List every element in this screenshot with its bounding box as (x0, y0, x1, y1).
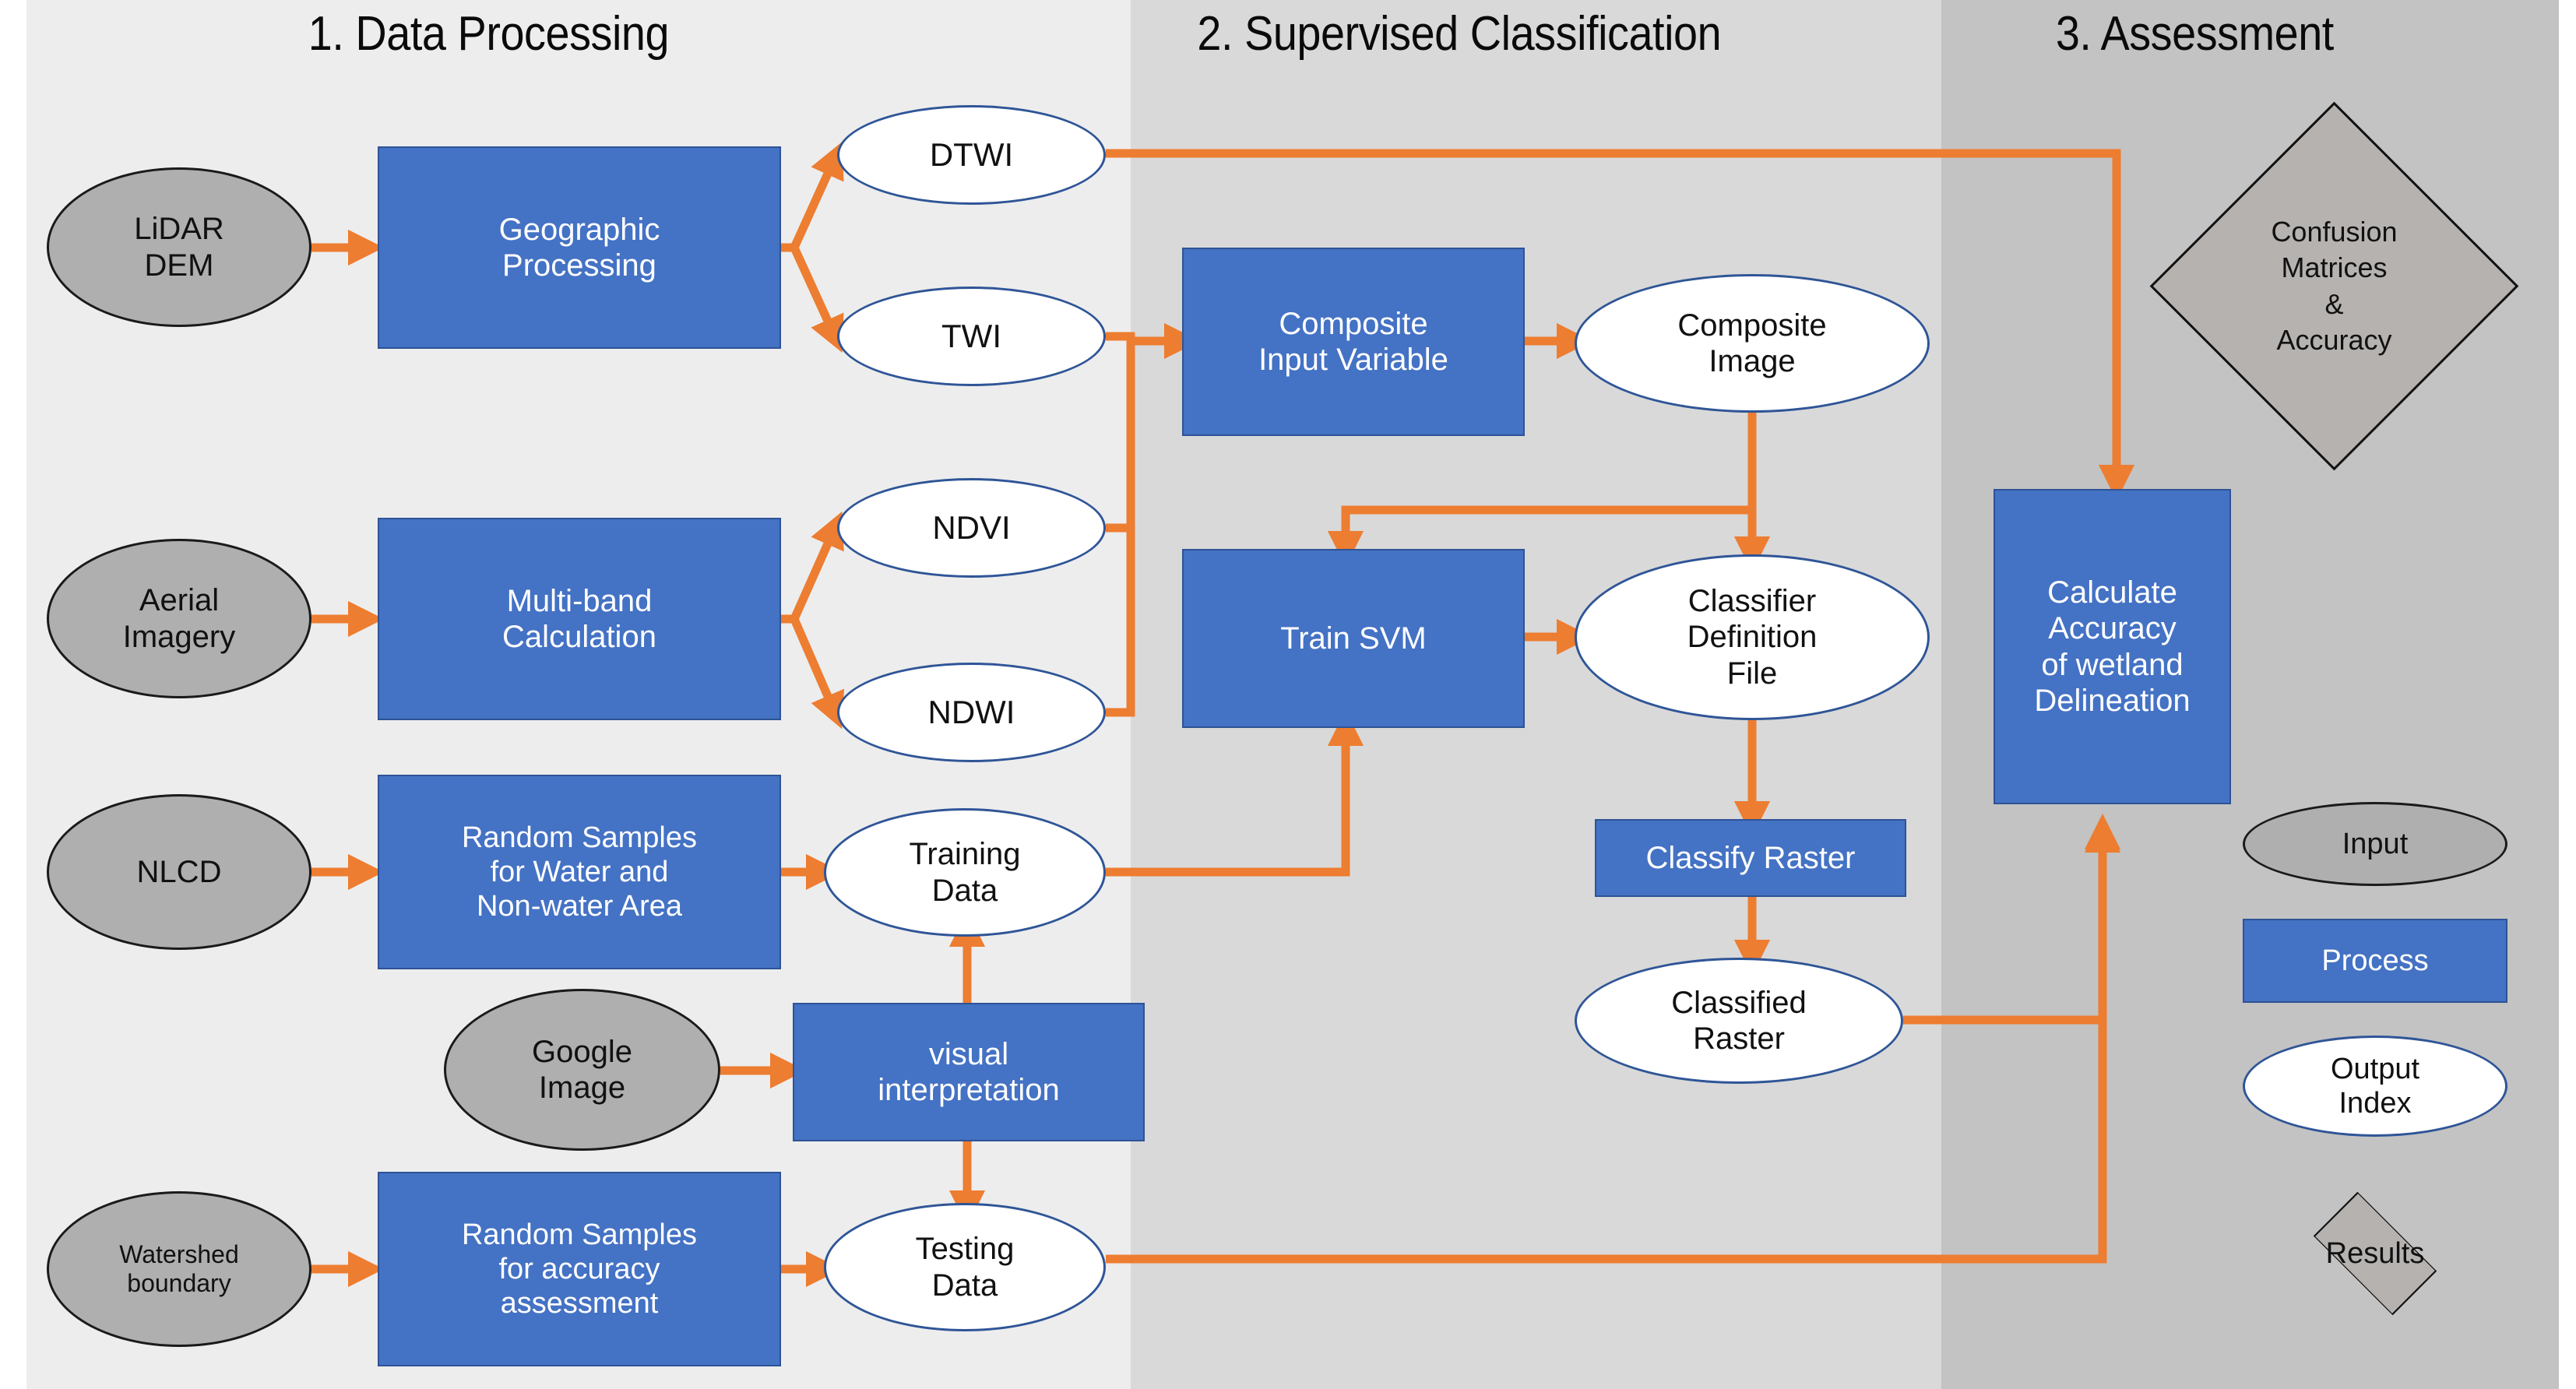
edge-ndwi-bus (1106, 528, 1135, 717)
legend-input-label: Input (2342, 827, 2409, 860)
node-aerial-imagery[interactable]: Aerial Imagery (47, 539, 311, 698)
node-ndvi[interactable]: NDVI (837, 478, 1106, 578)
legend-results-label: Results (2325, 1236, 2425, 1270)
node-label: Watershed boundary (119, 1240, 239, 1297)
node-google-image[interactable]: Google Image (444, 989, 720, 1151)
node-label: Google Image (532, 1034, 632, 1105)
node-nlcd[interactable]: NLCD (47, 794, 311, 950)
node-label: Train SVM (1280, 621, 1427, 656)
node-label: Calculate Accuracy of wetland Delineatio… (2034, 575, 2191, 718)
legend-output-label: Output Index (2330, 1052, 2420, 1120)
node-lidar-dem[interactable]: LiDAR DEM (47, 167, 311, 327)
node-label: Multi-band Calculation (502, 583, 656, 654)
node-label: NLCD (136, 854, 222, 889)
phase-title-1: 1. Data Processing (308, 7, 670, 61)
node-composite-input-variable[interactable]: Composite Input Variable (1182, 248, 1525, 436)
node-classify-raster[interactable]: Classify Raster (1595, 819, 1906, 897)
phase-title-3: 3. Assessment (2055, 7, 2334, 61)
node-label: Classified Raster (1671, 985, 1807, 1056)
node-label: NDVI (932, 508, 1011, 546)
node-training-data[interactable]: Training Data (824, 808, 1106, 937)
legend-output-symbol: Output Index (2243, 1036, 2507, 1137)
edge-geoproc-to-twi (781, 243, 844, 353)
node-ndwi[interactable]: NDWI (837, 663, 1106, 762)
node-label: Testing Data (915, 1232, 1015, 1303)
node-label: Classify Raster (1645, 840, 1856, 875)
node-label: Geographic Processing (498, 212, 660, 283)
edge-compositeimage-to-trainsvm (1327, 413, 1757, 568)
node-random-samples-water[interactable]: Random Samples for Water and Non-water A… (378, 775, 781, 969)
node-label: Composite Image (1677, 308, 1827, 378)
phase-title-2: 2. Supervised Classification (1197, 7, 1722, 61)
node-random-samples-accuracy[interactable]: Random Samples for accuracy assessment (378, 1172, 781, 1366)
edge-geoproc-to-dtwi (781, 141, 844, 252)
edge-dtwi-to-calcaccuracy (1106, 149, 2135, 501)
node-label: LiDAR DEM (134, 212, 224, 283)
edge-twi-to-compositeinput (1106, 322, 1201, 360)
node-label: Random Samples for Water and Non-water A… (461, 821, 698, 923)
node-dtwi[interactable]: DTWI (837, 105, 1106, 205)
edge-classifiedraster-to-calcaccuracy (1903, 813, 2121, 1025)
legend-process-symbol: Process (2243, 919, 2507, 1003)
node-label: Training Data (909, 837, 1021, 908)
node-composite-image[interactable]: Composite Image (1575, 274, 1930, 413)
legend-input-symbol: Input (2243, 802, 2507, 886)
edge-testingdata-to-calcaccuracy (1106, 816, 2121, 1264)
edge-ndvi-bus (1106, 341, 1135, 533)
edge-trainingdata-to-trainsvm (1106, 709, 1364, 877)
node-twi[interactable]: TWI (837, 287, 1106, 386)
node-multi-band-calculation[interactable]: Multi-band Calculation (378, 518, 781, 720)
node-train-svm[interactable]: Train SVM (1182, 549, 1525, 728)
node-classifier-definition-file[interactable]: Classifier Definition File (1575, 554, 1930, 720)
node-label: NDWI (927, 693, 1015, 730)
node-label: TWI (941, 317, 1001, 354)
legend-results-symbol: Results (2297, 1176, 2453, 1331)
node-calculate-accuracy[interactable]: Calculate Accuracy of wetland Delineatio… (1994, 489, 2231, 804)
node-classified-raster[interactable]: Classified Raster (1575, 958, 1903, 1084)
node-label: Confusion Matrices & Accuracy (2271, 216, 2398, 356)
node-testing-data[interactable]: Testing Data (824, 1203, 1106, 1331)
node-label: visual interpretation (878, 1036, 1060, 1107)
edge-multiband-to-ndwi (781, 614, 845, 730)
node-geographic-processing[interactable]: Geographic Processing (378, 146, 781, 349)
node-label: Random Samples for accuracy assessment (461, 1218, 698, 1320)
node-label: DTWI (929, 135, 1014, 173)
legend-process-label: Process (2321, 944, 2429, 977)
node-label: Composite Input Variable (1258, 306, 1448, 377)
node-visual-interpretation[interactable]: visual interpretation (793, 1003, 1145, 1141)
node-confusion-matrices[interactable]: Confusion Matrices & Accuracy (2149, 101, 2519, 471)
edge-multiband-to-ndvi (781, 511, 844, 624)
node-label: Aerial Imagery (122, 583, 236, 654)
node-label: Classifier Definition File (1687, 583, 1818, 691)
node-watershed-boundary[interactable]: Watershed boundary (47, 1191, 311, 1347)
